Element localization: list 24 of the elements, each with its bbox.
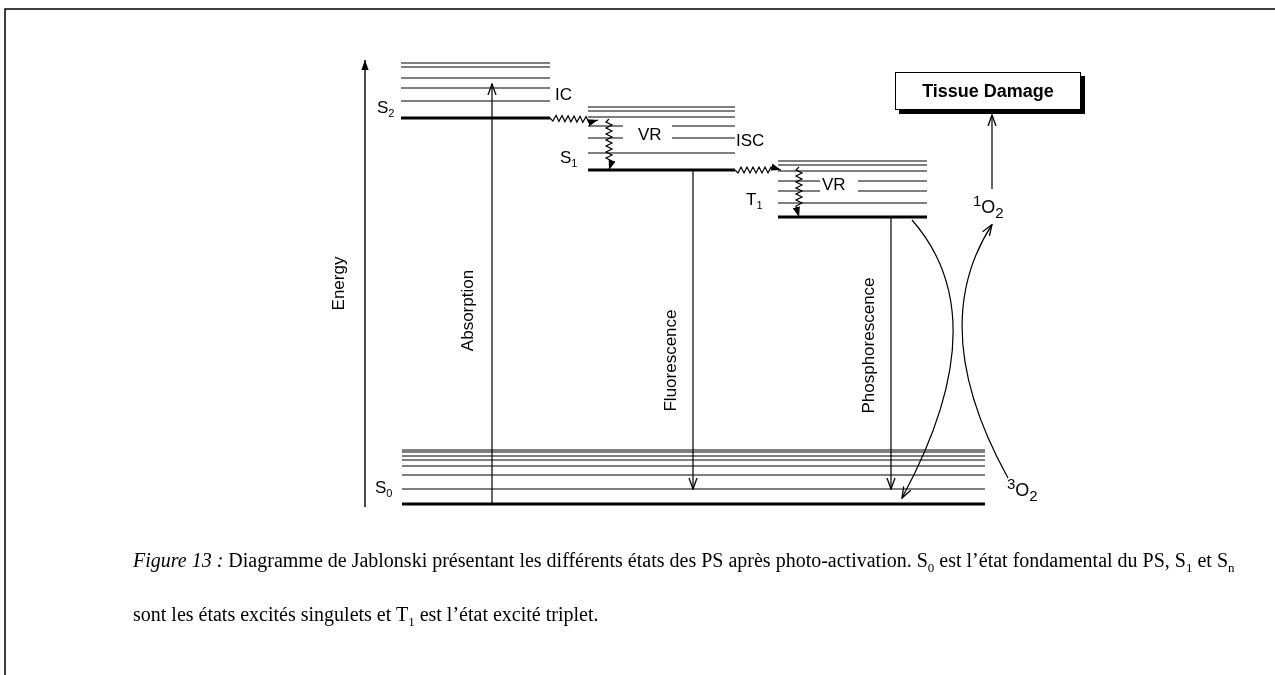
state-label: S$_{2}$ — [377, 98, 395, 122]
state-label: S$_{0}$ — [375, 478, 393, 502]
wavy-arrow — [549, 113, 599, 127]
curved-arrow — [901, 219, 954, 499]
wavy-arrow — [734, 163, 782, 175]
figure-caption: Figure 13 : Diagramme de Jablonski présentant les différents états des PS après photo-activation. S$_{0}$ est l’état fondamental du PS, S$_{1}$ et S$_{n}$ sont les états excités singulets et T$_{1}$ est l’état excité triplet. — [133, 548, 1236, 631]
wavy-arrow — [792, 166, 804, 218]
arrow — [487, 83, 497, 505]
state-label: S$_{1}$ — [560, 148, 578, 172]
molecule-label: $^{1}$O$_{2}$ — [973, 191, 1004, 223]
energy-level — [558, 104, 737, 172]
arrow — [886, 216, 896, 490]
molecule-label: $^{3}$O$_{2}$ — [1007, 474, 1038, 506]
axis-label: Energy — [329, 256, 349, 310]
wavy-arrow — [604, 118, 616, 171]
edge-label: Absorption — [457, 269, 477, 351]
state-label: T$_{1}$ — [746, 190, 763, 214]
edge-label: Fluorescence — [660, 308, 680, 412]
edge-label: Phosphorescence — [858, 276, 878, 414]
curved-arrow — [961, 223, 1009, 479]
energy-level — [376, 60, 552, 121]
arrow — [688, 169, 698, 490]
arrow — [987, 114, 997, 190]
energy-level — [745, 158, 929, 219]
